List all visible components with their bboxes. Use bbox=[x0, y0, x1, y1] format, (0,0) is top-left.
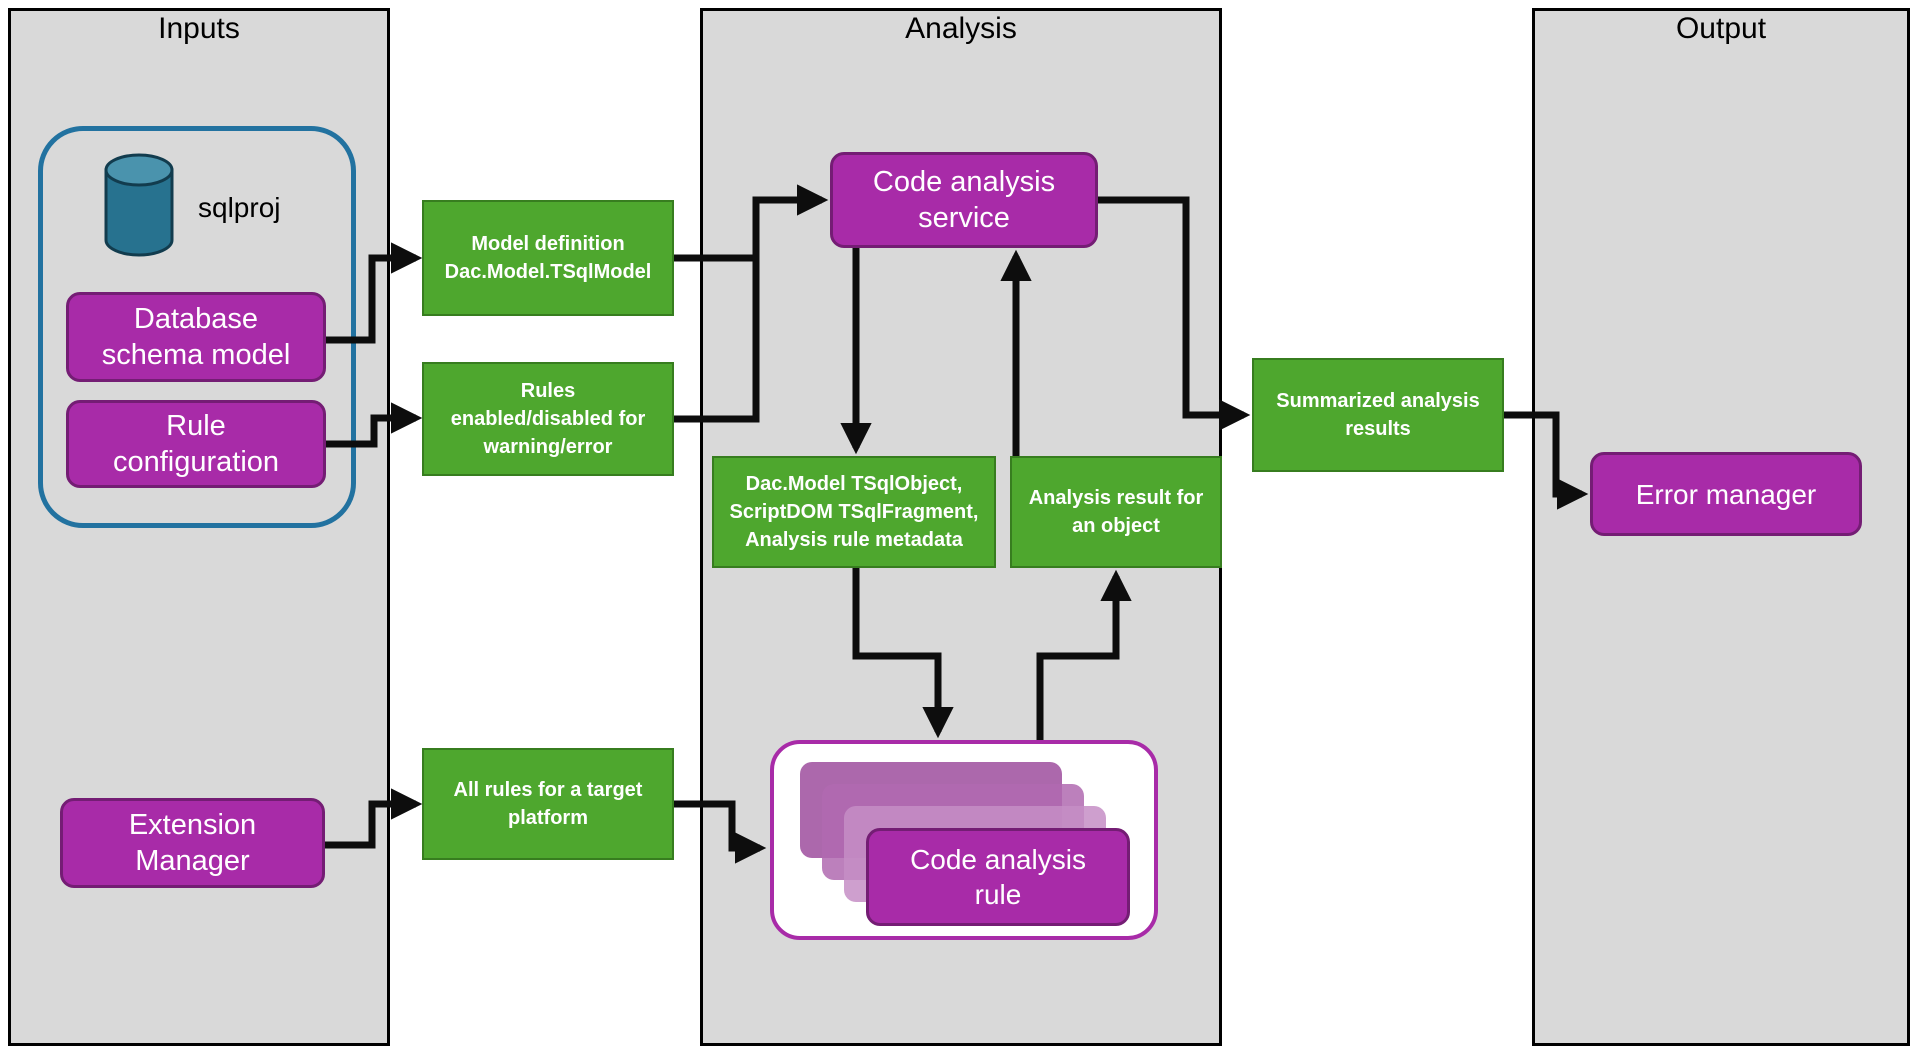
code-analysis-rule-node: Code analysis rule bbox=[866, 828, 1130, 926]
extension-manager-node: Extension Manager bbox=[60, 798, 325, 888]
analysis-panel-title: Analysis bbox=[905, 12, 1017, 45]
sqlproj-label: sqlproj bbox=[198, 192, 281, 223]
error-manager-node: Error manager bbox=[1590, 452, 1862, 536]
output-panel-title: Output bbox=[1675, 12, 1767, 45]
summarized-results-node: Summarized analysis results bbox=[1252, 358, 1504, 472]
cylinder-body bbox=[104, 168, 174, 257]
database-schema-model-node: Database schema model bbox=[66, 292, 326, 382]
inputs-panel-title: Inputs bbox=[158, 12, 240, 45]
database-cylinder-icon bbox=[104, 153, 174, 257]
code-analysis-service-node: Code analysis service bbox=[830, 152, 1098, 248]
rule-configuration-node: Rule configuration bbox=[66, 400, 326, 488]
all-rules-node: All rules for a target platform bbox=[422, 748, 674, 860]
cylinder-top bbox=[104, 153, 174, 187]
model-definition-node: Model definition Dac.Model.TSqlModel bbox=[422, 200, 674, 316]
object-metadata-node: Dac.Model TSqlObject, ScriptDOM TSqlFrag… bbox=[712, 456, 996, 568]
analysis-result-node: Analysis result for an object bbox=[1010, 456, 1222, 568]
rules-enabled-disabled-node: Rules enabled/disabled for warning/error bbox=[422, 362, 674, 476]
